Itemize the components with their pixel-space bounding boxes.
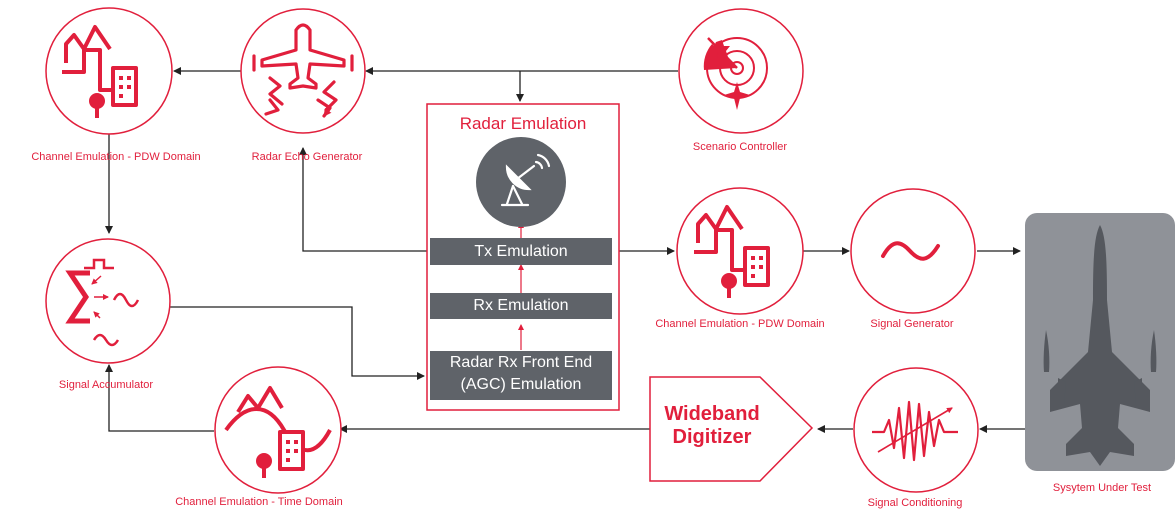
sine-wave-icon xyxy=(881,241,940,261)
tx-emulation-label: Tx Emulation xyxy=(474,243,568,260)
connectors xyxy=(105,67,1025,433)
radar-emulation-title: Radar Emulation xyxy=(459,114,587,133)
channel-emulation-icon xyxy=(62,25,138,118)
frontend-label-line2: (AGC) Emulation xyxy=(460,376,582,393)
digitizer-shape xyxy=(649,376,814,482)
system-under-test-label: Sysytem Under Test xyxy=(1052,482,1152,494)
digitizer-label: Wideband Digitizer xyxy=(652,403,772,449)
tx-emulation-box: Tx Emulation xyxy=(430,238,612,265)
frontend-label-line1: Radar Rx Front End xyxy=(449,354,593,371)
fighter-jet-icon xyxy=(1043,225,1157,466)
scenario-controller-label: Scenario Controller xyxy=(692,141,788,153)
signal-accumulator-circle xyxy=(45,238,171,364)
radar-echo-label: Radar Echo Generator xyxy=(251,151,363,163)
summation-icon xyxy=(65,258,140,347)
signal-conditioning-label: Signal Conditioning xyxy=(867,497,963,509)
signal-accumulator-label: Signal Accumulator xyxy=(58,379,154,391)
radar-scope-icon xyxy=(703,37,768,110)
radar-rx-frontend-box: Radar Rx Front End (AGC) Emulation xyxy=(430,351,612,400)
digitizer-label-line1: Wideband xyxy=(664,403,760,425)
signal-generator-label: Signal Generator xyxy=(870,318,954,330)
channel-time-icon xyxy=(224,386,332,478)
satellite-dish-icon xyxy=(476,137,566,227)
channel-pdw-mid-label: Channel Emulation - PDW Domain xyxy=(655,318,825,330)
channel-time-circle xyxy=(214,366,342,494)
channel-time-label: Channel Emulation - Time Domain xyxy=(175,496,343,508)
channel-pdw-top-label: Channel Emulation - PDW Domain xyxy=(31,151,201,163)
rx-emulation-label: Rx Emulation xyxy=(473,297,569,314)
connector-accumulator-to-frontend xyxy=(170,306,425,380)
rx-emulation-box: Rx Emulation xyxy=(430,293,612,319)
signal-generator-circle xyxy=(850,188,976,314)
digitizer-label-line2: Digitizer xyxy=(672,426,752,448)
connector-channel-to-accumulator-up xyxy=(105,364,214,432)
aircraft-echo-icon xyxy=(252,23,354,118)
connector-tx-to-echo xyxy=(299,147,430,252)
channel-emulation-icon xyxy=(694,205,770,298)
radar-echo-circle xyxy=(240,8,366,134)
conditioning-icon xyxy=(872,400,958,462)
